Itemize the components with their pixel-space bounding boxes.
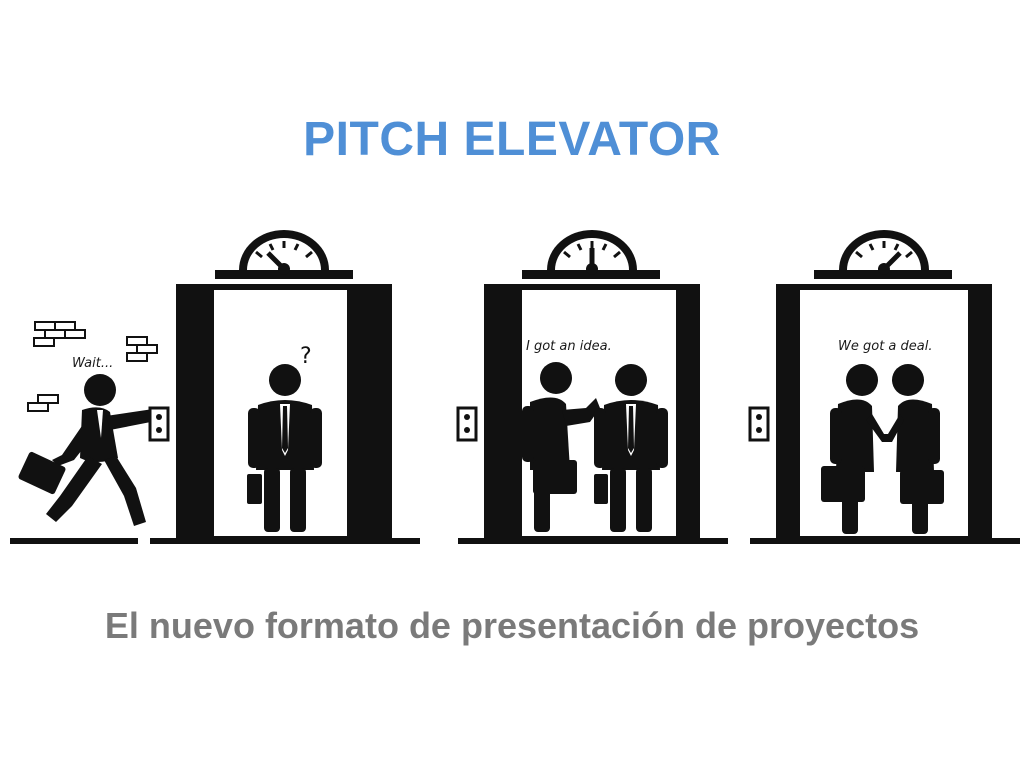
pitching-businessman-icon [522,362,600,532]
elevator-call-button [148,406,170,442]
necktie [282,406,288,453]
floor-indicator-dial-icon [547,230,637,275]
necktie [628,406,634,453]
floor-line [10,538,138,544]
question-mark-icon: ? [300,344,312,369]
slide-title: PITCH ELEVATOR [303,113,721,166]
elevator-frame [776,284,992,540]
slide-subtitle: El nuevo formato de presentación de proy… [104,605,920,646]
floor-line [458,538,728,544]
floor-indicator-dial-icon [839,230,929,275]
elevator-pitch-illustration: Wait... [10,230,1020,544]
speech-caption-idea: I got an idea. [526,339,612,354]
scene-pitching: I got an idea. [456,230,728,544]
floor-line [750,538,1020,544]
speech-caption-wait: Wait... [72,356,113,371]
scene-deal: We got a deal. [748,230,1020,544]
shirt-collar [97,410,103,438]
elevator-call-button [748,406,770,442]
floor-indicator-dial-icon [239,230,329,275]
elevator-frame [484,284,700,540]
speech-caption-deal: We got a deal. [838,339,932,354]
elevator-frame [176,284,392,540]
running-businessman-icon [18,374,161,526]
handshaking-businessmen-icon [821,364,944,534]
scene-rushing-man: Wait... [10,230,420,544]
floor-line [150,538,420,544]
elevator-call-button [456,406,478,442]
brick-wall-icon [27,321,158,412]
